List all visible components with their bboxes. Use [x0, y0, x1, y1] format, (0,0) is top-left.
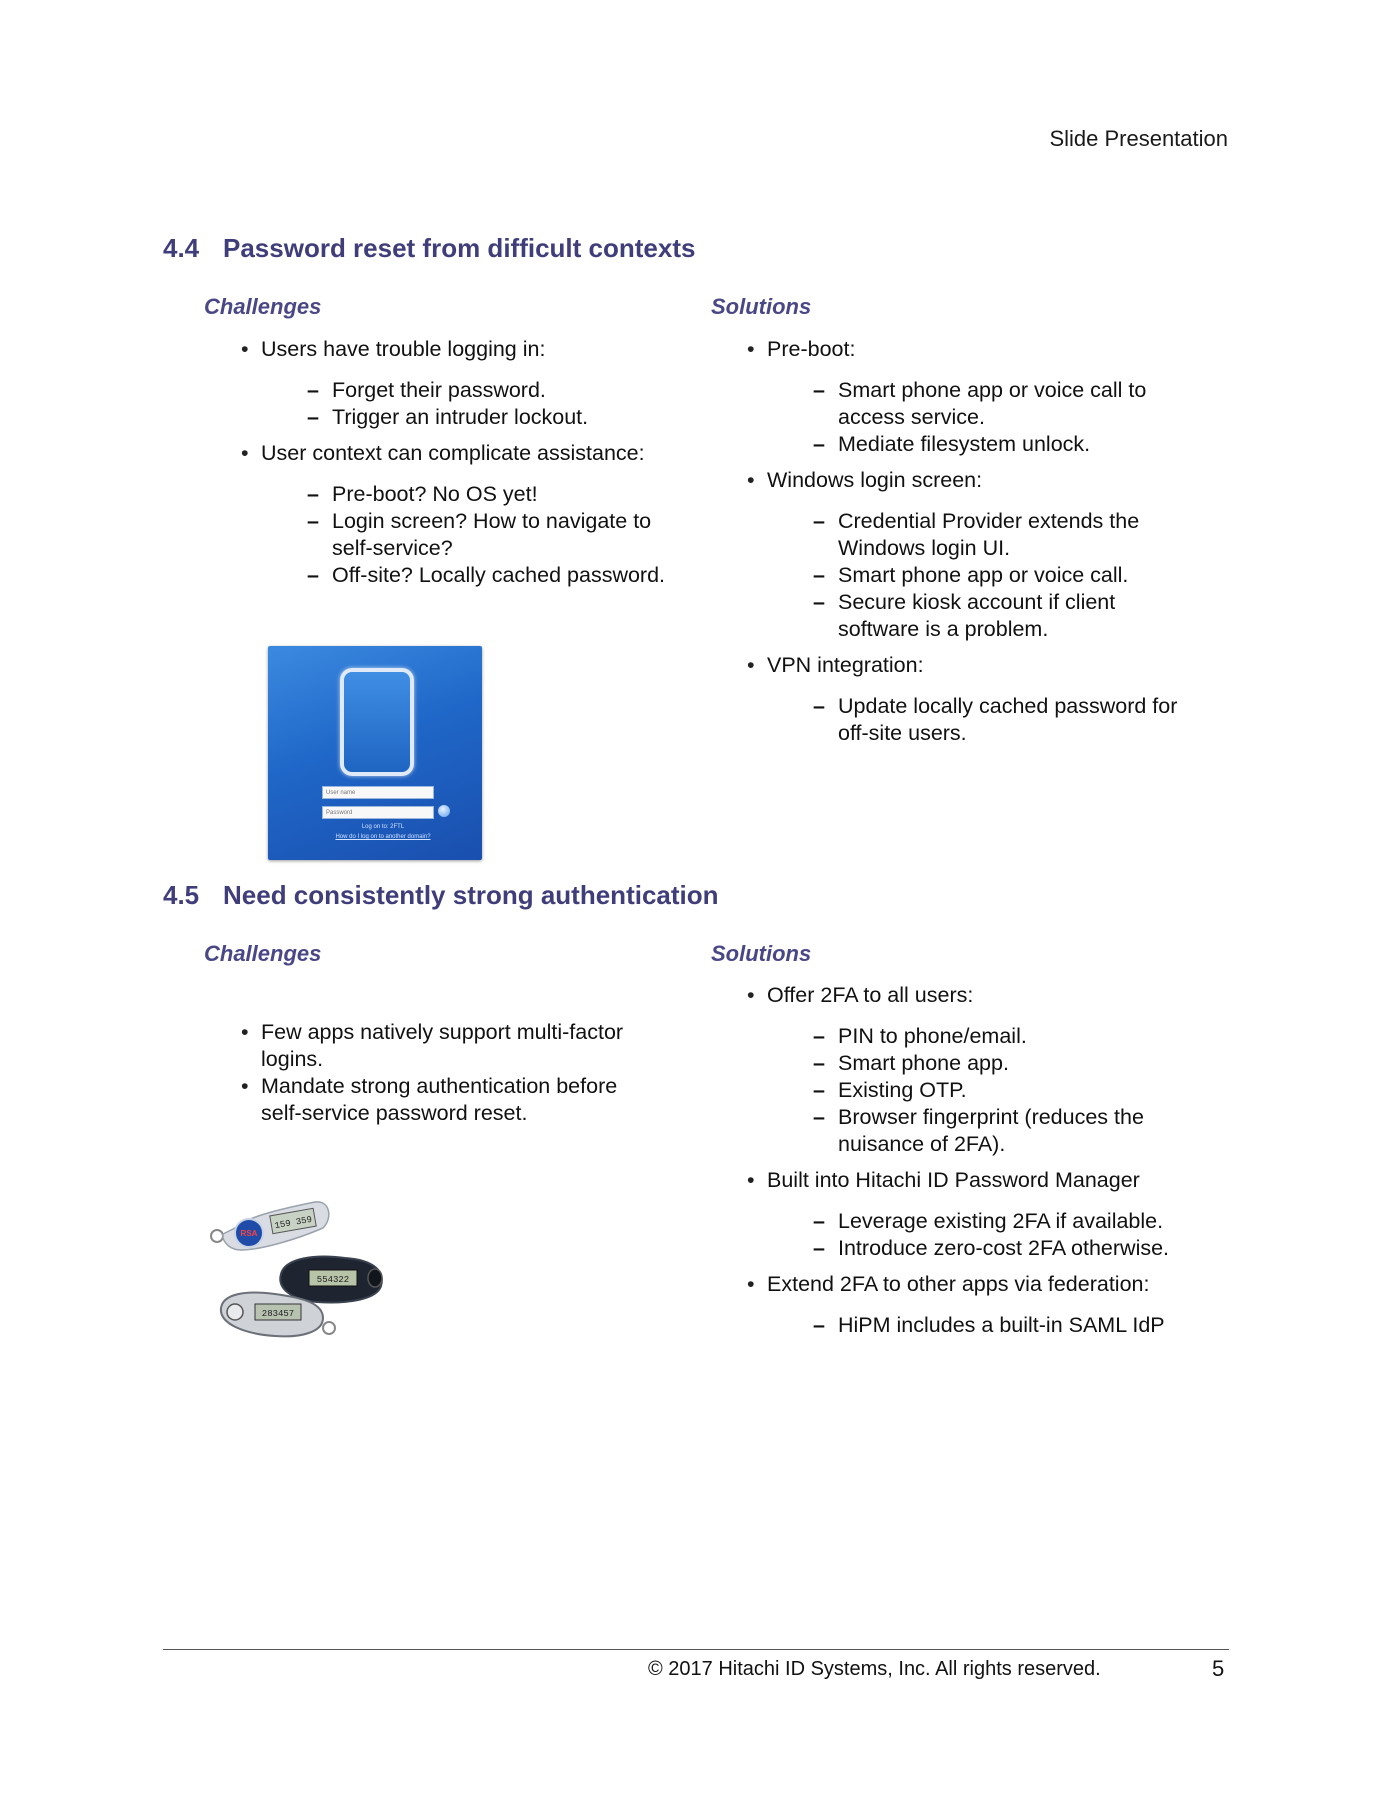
token-display: 283457	[262, 1309, 294, 1319]
sub-item: Existing OTP.	[813, 1077, 1187, 1104]
sub-item: Trigger an intruder lockout.	[307, 404, 681, 431]
bullet-text: Offer 2FA to all users:	[767, 983, 974, 1007]
sub-item: Smart phone app or voice call.	[813, 562, 1187, 589]
sub-item: Leverage existing 2FA if available.	[813, 1208, 1187, 1235]
list-item: Mandate strong authentication before sel…	[241, 1073, 661, 1127]
sub-item: Secure kiosk account if client software …	[813, 589, 1187, 643]
list-item: Users have trouble logging in: Forget th…	[241, 336, 681, 431]
footer-copyright: © 2017 Hitachi ID Systems, Inc. All righ…	[648, 1658, 1101, 1680]
sub-item: Smart phone app.	[813, 1050, 1187, 1077]
sub-item: Smart phone app or voice call to access …	[813, 377, 1187, 431]
sub-item: Browser fingerprint (reduces the nuisanc…	[813, 1104, 1187, 1158]
challenges-list: Few apps natively support multi-factor l…	[241, 1019, 661, 1127]
sub-item: Login screen? How to navigate to self-se…	[307, 508, 681, 562]
bullet-text: Extend 2FA to other apps via federation:	[767, 1272, 1150, 1296]
other-domain-link: How do I log on to another domain?	[335, 834, 431, 840]
token-brand: RSA	[241, 1229, 258, 1238]
silver-token-icon: 283457	[219, 1291, 336, 1338]
list-item: Offer 2FA to all users: PIN to phone/ema…	[747, 982, 1187, 1158]
section-number: 4.4	[163, 233, 200, 263]
sub-item: Update locally cached password for off-s…	[813, 693, 1187, 747]
list-item: Pre-boot: Smart phone app or voice call …	[747, 336, 1187, 458]
otp-tokens-image: RSA 159 359 554322 283457	[210, 1201, 383, 1338]
sub-item: Off-site? Locally cached password.	[307, 562, 681, 589]
user-tile-icon	[340, 668, 414, 776]
dark-token-icon: 554322	[279, 1255, 383, 1304]
header-doc-type: Slide Presentation	[1049, 126, 1228, 151]
rsa-token-icon: RSA 159 359	[210, 1201, 330, 1251]
bullet-text: Built into Hitachi ID Password Manager	[767, 1168, 1140, 1192]
solutions-list: Offer 2FA to all users: PIN to phone/ema…	[747, 982, 1187, 1348]
section-number: 4.5	[163, 880, 200, 910]
arrow-icon	[438, 805, 450, 817]
challenges-heading: Challenges	[204, 294, 322, 319]
username-field: User name	[322, 786, 434, 799]
challenges-heading: Challenges	[204, 941, 322, 966]
footer-divider	[163, 1649, 1229, 1650]
section-title-text: Password reset from difficult contexts	[223, 233, 696, 263]
sub-item: Mediate filesystem unlock.	[813, 431, 1187, 458]
sub-item: HiPM includes a built-in SAML IdP	[813, 1312, 1187, 1339]
windows-login-screenshot: User name Password Log on to: 2FTL How d…	[268, 646, 482, 860]
page-number: 5	[1212, 1656, 1225, 1681]
solutions-heading: Solutions	[711, 941, 812, 966]
sub-item: PIN to phone/email.	[813, 1023, 1187, 1050]
logon-domain-text: Log on to: 2FTL	[361, 824, 405, 830]
bullet-text: Users have trouble logging in:	[261, 337, 546, 361]
bullet-text: User context can complicate assistance:	[261, 441, 645, 465]
list-item: Built into Hitachi ID Password Manager L…	[747, 1167, 1187, 1262]
list-item: Extend 2FA to other apps via federation:…	[747, 1271, 1187, 1339]
challenges-list: Users have trouble logging in: Forget th…	[241, 336, 681, 598]
list-item: Few apps natively support multi-factor l…	[241, 1019, 661, 1073]
bullet-text: Pre-boot:	[767, 337, 856, 361]
solutions-heading: Solutions	[711, 294, 812, 319]
list-item: Windows login screen: Credential Provide…	[747, 467, 1187, 643]
solutions-list: Pre-boot: Smart phone app or voice call …	[747, 336, 1187, 756]
token-display: 554322	[317, 1275, 349, 1285]
list-item: User context can complicate assistance: …	[241, 440, 681, 589]
section-title-4-5: 4.5 Need consistently strong authenticati…	[163, 880, 719, 911]
sub-item: Pre-boot? No OS yet!	[307, 481, 681, 508]
section-title-text: Need consistently strong authentication	[223, 880, 719, 910]
bullet-text: VPN integration:	[767, 653, 924, 677]
list-item: VPN integration: Update locally cached p…	[747, 652, 1187, 747]
bullet-text: Windows login screen:	[767, 468, 983, 492]
password-field: Password	[322, 806, 434, 819]
sub-item: Introduce zero-cost 2FA otherwise.	[813, 1235, 1187, 1262]
sub-item: Credential Provider extends the Windows …	[813, 508, 1187, 562]
section-title-4-4: 4.4 Password reset from difficult context…	[163, 233, 695, 264]
sub-item: Forget their password.	[307, 377, 681, 404]
